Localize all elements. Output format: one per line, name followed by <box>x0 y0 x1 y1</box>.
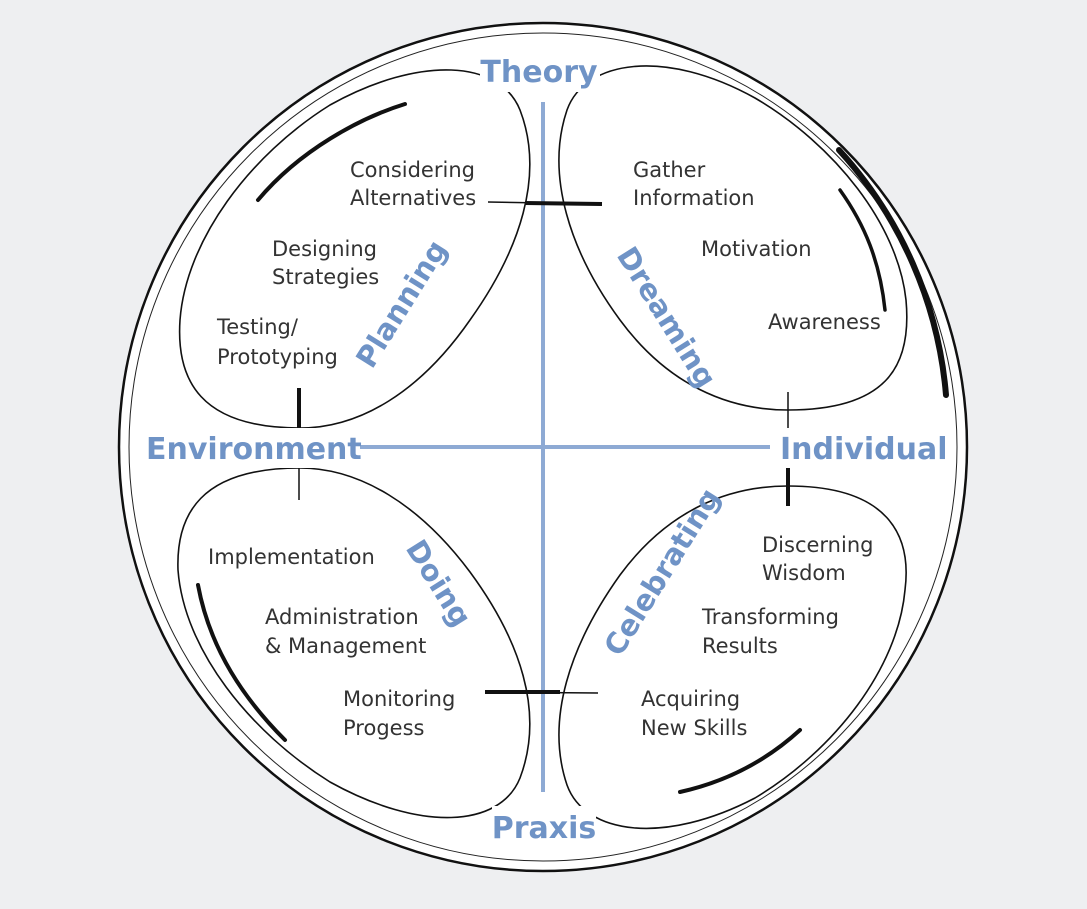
axis-label-bg-top <box>480 52 600 92</box>
doing-item-3: Monitoring Progess <box>343 687 462 740</box>
dreaming-item-2: Motivation <box>701 237 812 261</box>
axis-label-individual: Individual <box>780 432 947 467</box>
petal-dreaming <box>558 65 908 411</box>
axis-label-bg-right <box>776 428 941 468</box>
axis-label-praxis: Praxis <box>492 811 597 846</box>
dreaming-accent-arc <box>838 188 887 312</box>
planning-accent-arc <box>256 102 407 202</box>
doing-item-2: Administration & Management <box>265 605 426 658</box>
axis-label-bg-bottom <box>492 806 596 846</box>
petal-planning <box>178 69 531 429</box>
dreaming-item-1: Gather Information <box>633 158 755 210</box>
connector-top-thick <box>524 201 603 206</box>
celebrating-item-3: Acquiring New Skills <box>641 687 747 740</box>
petal-celebrating <box>558 485 907 830</box>
planning-item-1: Considering Alternatives <box>350 158 482 210</box>
doing-item-1: Implementation <box>208 545 375 569</box>
axis-label-bg-left <box>140 428 355 468</box>
celebrating-accent-arc <box>678 728 802 794</box>
axis-label-theory: Theory <box>480 55 598 90</box>
celebrating-item-1: Discerning Wisdom <box>762 533 880 585</box>
doing-accent-arc <box>196 583 287 742</box>
dreaming-item-3: Awareness <box>768 310 881 334</box>
axis-label-environment: Environment <box>146 432 362 467</box>
inner-circle-ring <box>128 32 958 862</box>
outer-accent-arc <box>836 147 949 398</box>
celebrating-item-2: Transforming Results <box>701 605 846 658</box>
petal-doing <box>177 467 531 819</box>
planning-item-3: Testing/ Prototyping <box>216 315 338 369</box>
planning-item-2: Designing Strategies <box>272 237 384 289</box>
